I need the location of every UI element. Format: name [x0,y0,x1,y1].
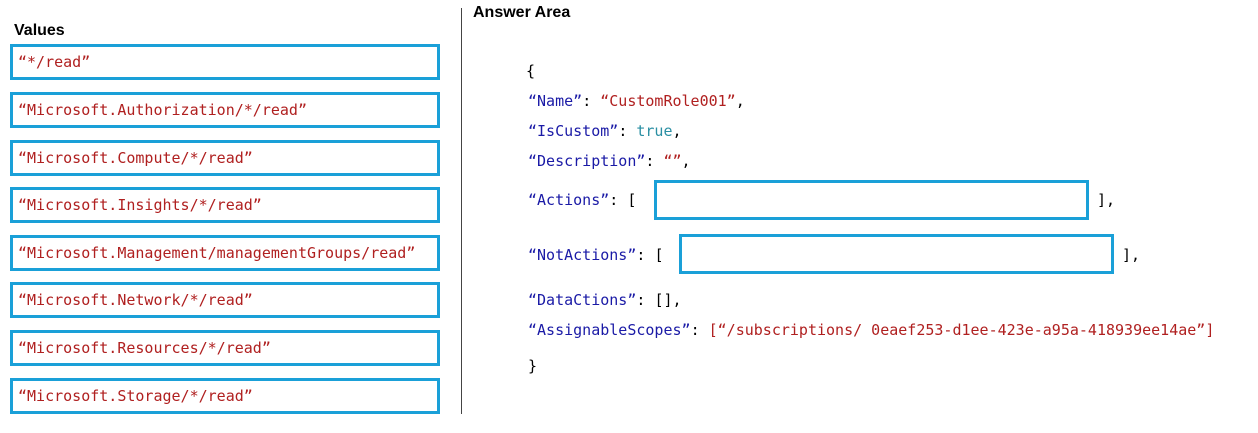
value-option-management-groups-read[interactable]: “Microsoft.Management/managementGroups/r… [10,235,440,271]
value-option-insights-read[interactable]: “Microsoft.Insights/*/read” [10,187,440,223]
dataactions-value: [] [654,291,673,309]
description-value: “” [663,152,682,170]
value-option-network-read[interactable]: “Microsoft.Network/*/read” [10,282,440,318]
colon: : [609,191,628,209]
json-iscustom-line: “IsCustom”: true, [528,122,682,140]
colon: : [636,246,655,264]
value-option-authorization-read[interactable]: “Microsoft.Authorization/*/read” [10,92,440,128]
actions-drop-target[interactable] [654,180,1089,220]
colon: : [618,122,637,140]
notactions-open-bracket: [ [654,246,664,264]
json-actions-line: “Actions”: [ [528,191,636,209]
iscustom-key: “IsCustom” [528,122,619,140]
colon: : [690,321,709,339]
description-key: “Description” [528,152,646,170]
actions-open-bracket: [ [627,191,637,209]
colon: : [636,291,655,309]
assignablescopes-key: “AssignableScopes” [528,321,691,339]
notactions-key: “NotActions” [528,246,637,264]
name-value: “CustomRole001” [600,92,736,110]
value-option-compute-read[interactable]: “Microsoft.Compute/*/read” [10,140,440,176]
comma: , [681,152,691,170]
iscustom-value: true [636,122,673,140]
scopes-close-bracket: ] [1205,321,1215,339]
comma: , [672,291,682,309]
comma: , [735,92,745,110]
scopes-open-bracket: [ [708,321,718,339]
assignablescopes-value: “/subscriptions/ 0eaef253-d1ee-423e-a95a… [717,321,1206,339]
json-assignablescopes-line: “AssignableScopes”: [“/subscriptions/ 0e… [528,321,1214,339]
colon: : [645,152,664,170]
json-open-brace: { [526,62,536,80]
notactions-close-bracket: ], [1122,246,1141,264]
comma: , [672,122,682,140]
json-name-line: “Name”: “CustomRole001”, [528,92,745,110]
value-option-resources-read[interactable]: “Microsoft.Resources/*/read” [10,330,440,366]
json-notactions-line: “NotActions”: [ [528,246,663,264]
actions-key: “Actions” [528,191,610,209]
json-description-line: “Description”: “”, [528,152,691,170]
colon: : [582,92,601,110]
dataactions-key: “DataCtions” [528,291,637,309]
name-key: “Name” [528,92,583,110]
actions-close-bracket: ], [1097,191,1116,209]
answer-area-heading: Answer Area [473,4,571,21]
json-dataactions-line: “DataCtions”: [], [528,291,682,309]
panel-divider [461,8,462,414]
json-close-brace: } [528,357,538,375]
value-option-storage-read[interactable]: “Microsoft.Storage/*/read” [10,378,440,414]
values-heading: Values [14,22,65,39]
notactions-drop-target[interactable] [679,234,1114,274]
value-option-all-read[interactable]: “*/read” [10,44,440,80]
